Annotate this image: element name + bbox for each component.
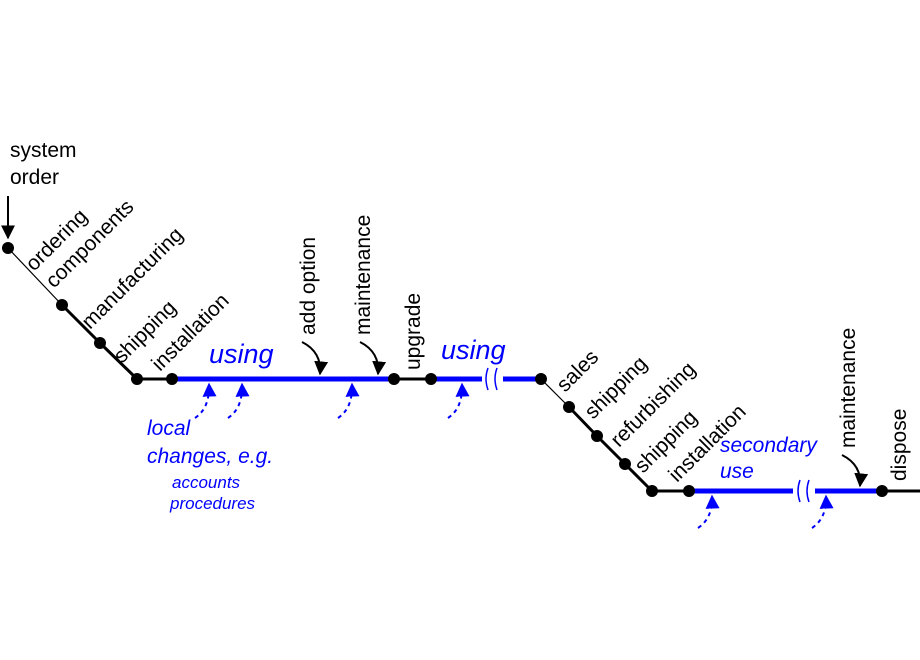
milestone-dots bbox=[2, 242, 888, 497]
milestone-dot-secondary-start bbox=[683, 485, 695, 497]
local-changes-label-line2: changes, e.g. bbox=[147, 445, 273, 468]
local-change-arrow-5 bbox=[697, 494, 720, 529]
path-refurbishing-segment bbox=[595, 434, 627, 466]
milestone-dot-shipped bbox=[131, 373, 143, 385]
milestone-dot-upgrade-start bbox=[388, 373, 400, 385]
milestone-dot-order bbox=[2, 242, 14, 254]
path-shipping-segment bbox=[98, 341, 139, 381]
secondary-use-label-line2: use bbox=[720, 460, 754, 483]
path-sales-segment bbox=[540, 378, 570, 408]
milestone-dot-dispose bbox=[876, 485, 888, 497]
event-arrows bbox=[1, 196, 869, 488]
path-manufacturing-segment bbox=[60, 303, 102, 345]
phase-label-dispose: dispose bbox=[888, 409, 911, 481]
time-gap-mark-2b bbox=[806, 479, 810, 503]
path-shipping3-segment bbox=[623, 462, 654, 493]
local-change-arrow-1 bbox=[194, 382, 217, 419]
time-gap-mark-2a bbox=[797, 479, 801, 503]
milestone-dot-upgrade-end bbox=[425, 373, 437, 385]
path-ordering-segment bbox=[7, 247, 63, 306]
add-option-arrow bbox=[301, 341, 329, 376]
local-change-arrows bbox=[194, 382, 834, 529]
maintenance-arrow-2 bbox=[841, 454, 869, 488]
time-gap-marks bbox=[485, 367, 810, 503]
phase-label-sales: sales bbox=[552, 346, 603, 397]
time-gap-mark-1a bbox=[485, 367, 489, 391]
milestone-dot-sales bbox=[535, 373, 547, 385]
system-order-label-line2: order bbox=[10, 166, 59, 189]
phase-label-upgrade: upgrade bbox=[402, 293, 425, 370]
milestone-dot-shipping2 bbox=[563, 401, 575, 413]
local-changes-label-line1: local bbox=[147, 417, 192, 440]
local-changes-example-accounts: accounts bbox=[172, 473, 241, 492]
local-changes-example-procedures: procedures bbox=[169, 494, 256, 513]
local-change-arrow-2 bbox=[227, 382, 250, 419]
milestone-dot-shipping3 bbox=[619, 458, 631, 470]
milestone-dot-installed bbox=[166, 373, 178, 385]
local-change-arrow-6 bbox=[811, 494, 834, 529]
phase-label-add-option: add option bbox=[297, 237, 320, 335]
local-change-arrow-4 bbox=[447, 382, 470, 419]
use-phases bbox=[172, 376, 882, 494]
lifecycle-path bbox=[7, 247, 920, 493]
phase-label-maintenance-1: maintenance bbox=[352, 215, 375, 335]
system-order-label-line1: system bbox=[10, 139, 77, 162]
maintenance-arrow-1 bbox=[359, 341, 387, 376]
path-shipping2-segment bbox=[567, 405, 599, 438]
local-change-arrow-3 bbox=[337, 382, 360, 419]
phase-label-maintenance-2: maintenance bbox=[837, 328, 860, 448]
milestone-dot-refurbishing bbox=[591, 430, 603, 442]
milestone-dot-manufactured bbox=[94, 337, 106, 349]
time-gap-mark-1b bbox=[494, 367, 498, 391]
milestone-dot-installation2 bbox=[646, 485, 658, 497]
using-label-1: using bbox=[209, 339, 274, 369]
milestone-dot-components bbox=[56, 299, 68, 311]
secondary-use-label-line1: secondary bbox=[720, 434, 818, 457]
using-label-2: using bbox=[441, 335, 506, 365]
